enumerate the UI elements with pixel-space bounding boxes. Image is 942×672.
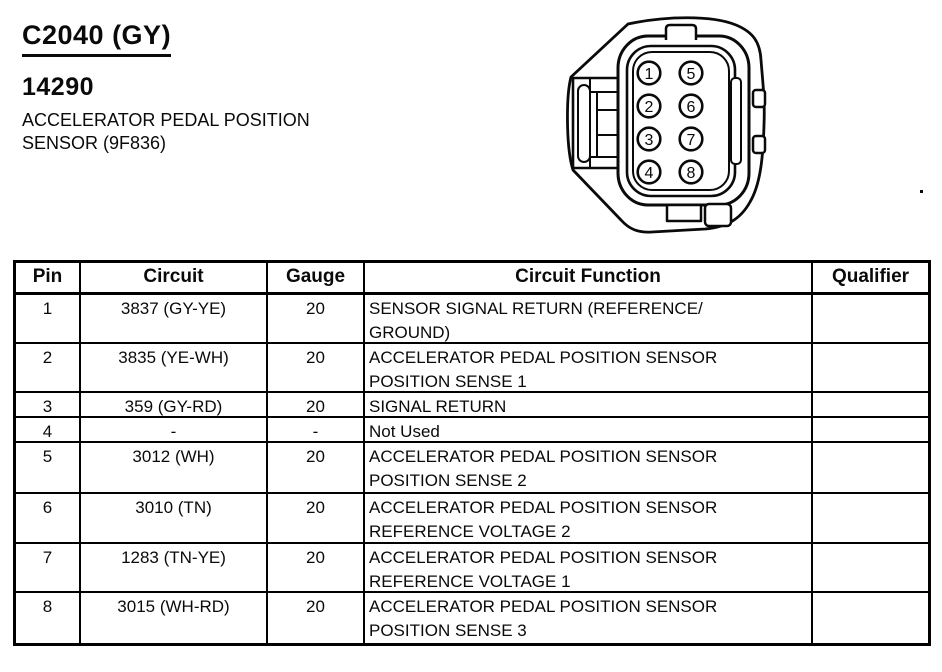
col-header-circuit: Circuit — [81, 263, 268, 292]
cell-function: SIGNAL RETURN — [365, 393, 813, 416]
pin-number-8: 8 — [687, 165, 696, 182]
table-row: 7 1283 (TN-YE) 20 ACCELERATOR PEDAL POSI… — [16, 544, 928, 593]
col-header-gauge: Gauge — [268, 263, 365, 292]
cell-circuit: 3012 (WH) — [81, 443, 268, 492]
cell-circuit: - — [81, 418, 268, 441]
cell-qualifier — [813, 544, 928, 591]
cell-qualifier — [813, 593, 928, 643]
cell-function: ACCELERATOR PEDAL POSITION SENSOR POSITI… — [365, 443, 813, 492]
pin-number-2: 2 — [645, 99, 654, 116]
table-row: 1 3837 (GY-YE) 20 SENSOR SIGNAL RETURN (… — [16, 295, 928, 344]
connector-clip-top — [751, 88, 767, 109]
pin-cavities — [636, 60, 704, 185]
pin-number-7: 7 — [687, 132, 696, 149]
connector-left-bracket — [571, 76, 622, 170]
cell-gauge: 20 — [268, 494, 365, 542]
table-row: 2 3835 (YE-WH) 20 ACCELERATOR PEDAL POSI… — [16, 344, 928, 393]
cell-function: Not Used — [365, 418, 813, 441]
part-number: 14290 — [22, 73, 95, 101]
cell-function: ACCELERATOR PEDAL POSITION SENSOR POSITI… — [365, 344, 813, 391]
pin-circle-5 — [678, 60, 704, 86]
col-header-pin: Pin — [16, 263, 81, 292]
connector-clip-bottom — [751, 134, 767, 155]
cell-circuit: 1283 (TN-YE) — [81, 544, 268, 591]
cell-pin: 1 — [16, 295, 81, 342]
pin-number-5: 5 — [687, 66, 696, 83]
cell-function: ACCELERATOR PEDAL POSITION SENSOR POSITI… — [365, 593, 813, 643]
cell-pin: 5 — [16, 443, 81, 492]
cell-function: SENSOR SIGNAL RETURN (REFERENCE/ GROUND) — [365, 295, 813, 342]
cell-qualifier — [813, 344, 928, 391]
pin-circle-4 — [636, 159, 662, 185]
cell-pin: 6 — [16, 494, 81, 542]
table-row: 4 - - Not Used — [16, 418, 928, 443]
pin-number-6: 6 — [687, 99, 696, 116]
cell-circuit: 3010 (TN) — [81, 494, 268, 542]
cell-circuit: 3015 (WH-RD) — [81, 593, 268, 643]
page-header: C2040 (GY) 14290 ACCELERATOR PEDAL POSIT… — [22, 20, 310, 155]
cell-function: ACCELERATOR PEDAL POSITION SENSOR REFERE… — [365, 494, 813, 542]
cell-gauge: - — [268, 418, 365, 441]
cell-qualifier — [813, 418, 928, 441]
table-row: 6 3010 (TN) 20 ACCELERATOR PEDAL POSITIO… — [16, 494, 928, 544]
connector-right-latch — [730, 77, 742, 165]
cell-circuit: 359 (GY-RD) — [81, 393, 268, 416]
cell-pin: 8 — [16, 593, 81, 643]
pin-circle-1 — [636, 60, 662, 86]
col-header-function: Circuit Function — [365, 263, 813, 292]
connector-bottom-block — [703, 202, 733, 228]
cell-pin: 4 — [16, 418, 81, 441]
pin-number-4: 4 — [645, 165, 654, 182]
cell-circuit: 3837 (GY-YE) — [81, 295, 268, 342]
connector-face-diagram: 1 5 2 6 3 7 4 8 — [566, 16, 767, 234]
cell-circuit: 3835 (YE-WH) — [81, 344, 268, 391]
connector-face-inner — [632, 51, 730, 191]
cell-pin: 2 — [16, 344, 81, 391]
cell-gauge: 20 — [268, 344, 365, 391]
col-header-qualifier: Qualifier — [831, 266, 910, 287]
connector-outline — [566, 16, 766, 234]
pin-number-1: 1 — [645, 66, 654, 83]
cell-gauge: 20 — [268, 544, 365, 591]
connector-id-title: C2040 (GY) — [22, 20, 172, 57]
pin-circle-6 — [678, 93, 704, 119]
pinout-table: Pin Circuit Gauge Circuit Function Quali… — [13, 260, 931, 646]
table-row: 8 3015 (WH-RD) 20 ACCELERATOR PEDAL POSI… — [16, 593, 928, 643]
cell-gauge: 20 — [268, 593, 365, 643]
pin-circle-3 — [636, 126, 662, 152]
table-row: 3 359 (GY-RD) 20 SIGNAL RETURN — [16, 393, 928, 418]
cell-qualifier — [813, 443, 928, 492]
cell-pin: 3 — [16, 393, 81, 416]
table-header-row: Pin Circuit Gauge Circuit Function Quali… — [16, 263, 928, 295]
cell-gauge: 20 — [268, 443, 365, 492]
pin-circle-7 — [678, 126, 704, 152]
cell-gauge: 20 — [268, 393, 365, 416]
cell-function: ACCELERATOR PEDAL POSITION SENSOR REFERE… — [365, 544, 813, 591]
cell-gauge: 20 — [268, 295, 365, 342]
cell-qualifier — [813, 295, 928, 342]
connector-bottom-tab — [665, 203, 703, 223]
pin-circle-2 — [636, 93, 662, 119]
cell-pin: 7 — [16, 544, 81, 591]
pin-number-3: 3 — [645, 132, 654, 149]
connector-top-tab — [664, 23, 698, 40]
cell-qualifier — [813, 393, 928, 416]
cell-qualifier — [813, 494, 928, 542]
component-name: ACCELERATOR PEDAL POSITION SENSOR (9F836… — [22, 110, 310, 153]
table-row: 5 3012 (WH) 20 ACCELERATOR PEDAL POSITIO… — [16, 443, 928, 494]
pin-circle-8 — [678, 159, 704, 185]
scan-artifact-dot — [920, 190, 923, 193]
